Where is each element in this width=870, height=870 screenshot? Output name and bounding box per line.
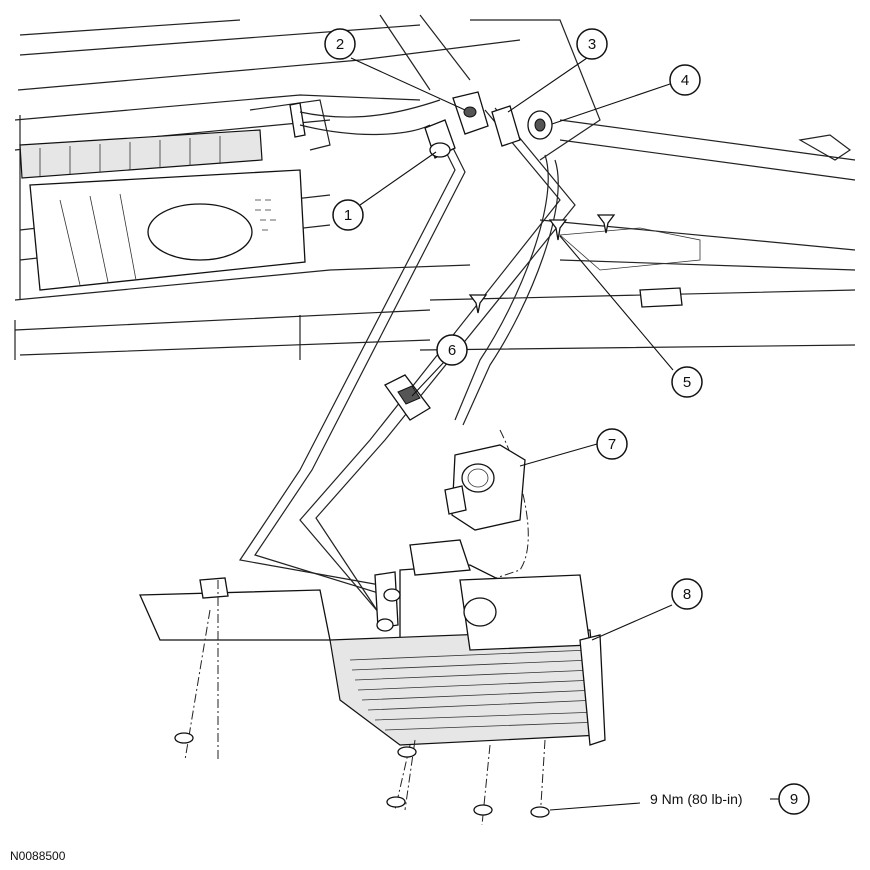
callout-1: 1: [332, 199, 364, 231]
callout-3: 3: [576, 28, 608, 60]
vapor-lines: [238, 99, 576, 631]
callout-6: 6: [436, 334, 468, 366]
callout-8-label: 8: [683, 586, 691, 603]
torque-spec: 9 Nm (80 lb-in): [650, 791, 743, 807]
callout-5: 5: [671, 366, 703, 398]
callout-4: 4: [669, 64, 701, 96]
callout-7-label: 7: [608, 436, 616, 453]
canister-8: [139, 539, 606, 746]
pushpin-5: [468, 214, 616, 314]
quick-connect-3: [491, 105, 521, 147]
callout-1-label: 1: [344, 207, 352, 224]
fasteners-9: [174, 580, 550, 826]
vehicle-underbody: [14, 14, 856, 360]
callout-6-label: 6: [448, 342, 456, 359]
leader-lines: [350, 57, 779, 811]
clip-4: [527, 110, 553, 140]
quick-connect-1: [424, 119, 456, 159]
callout-7: 7: [596, 428, 628, 460]
callout-8: 8: [671, 578, 703, 610]
figure-id: N0088500: [10, 849, 66, 863]
callout-2-label: 2: [336, 36, 344, 53]
connector-6: [384, 374, 431, 421]
callout-9: 9: [778, 783, 810, 815]
callout-9-label: 9: [790, 791, 798, 808]
callout-4-label: 4: [681, 72, 689, 89]
quick-connect-2: [452, 91, 489, 135]
callout-3-label: 3: [588, 36, 596, 53]
filter-7: [444, 444, 526, 531]
callout-2: 2: [324, 28, 356, 60]
callout-5-label: 5: [683, 374, 691, 391]
